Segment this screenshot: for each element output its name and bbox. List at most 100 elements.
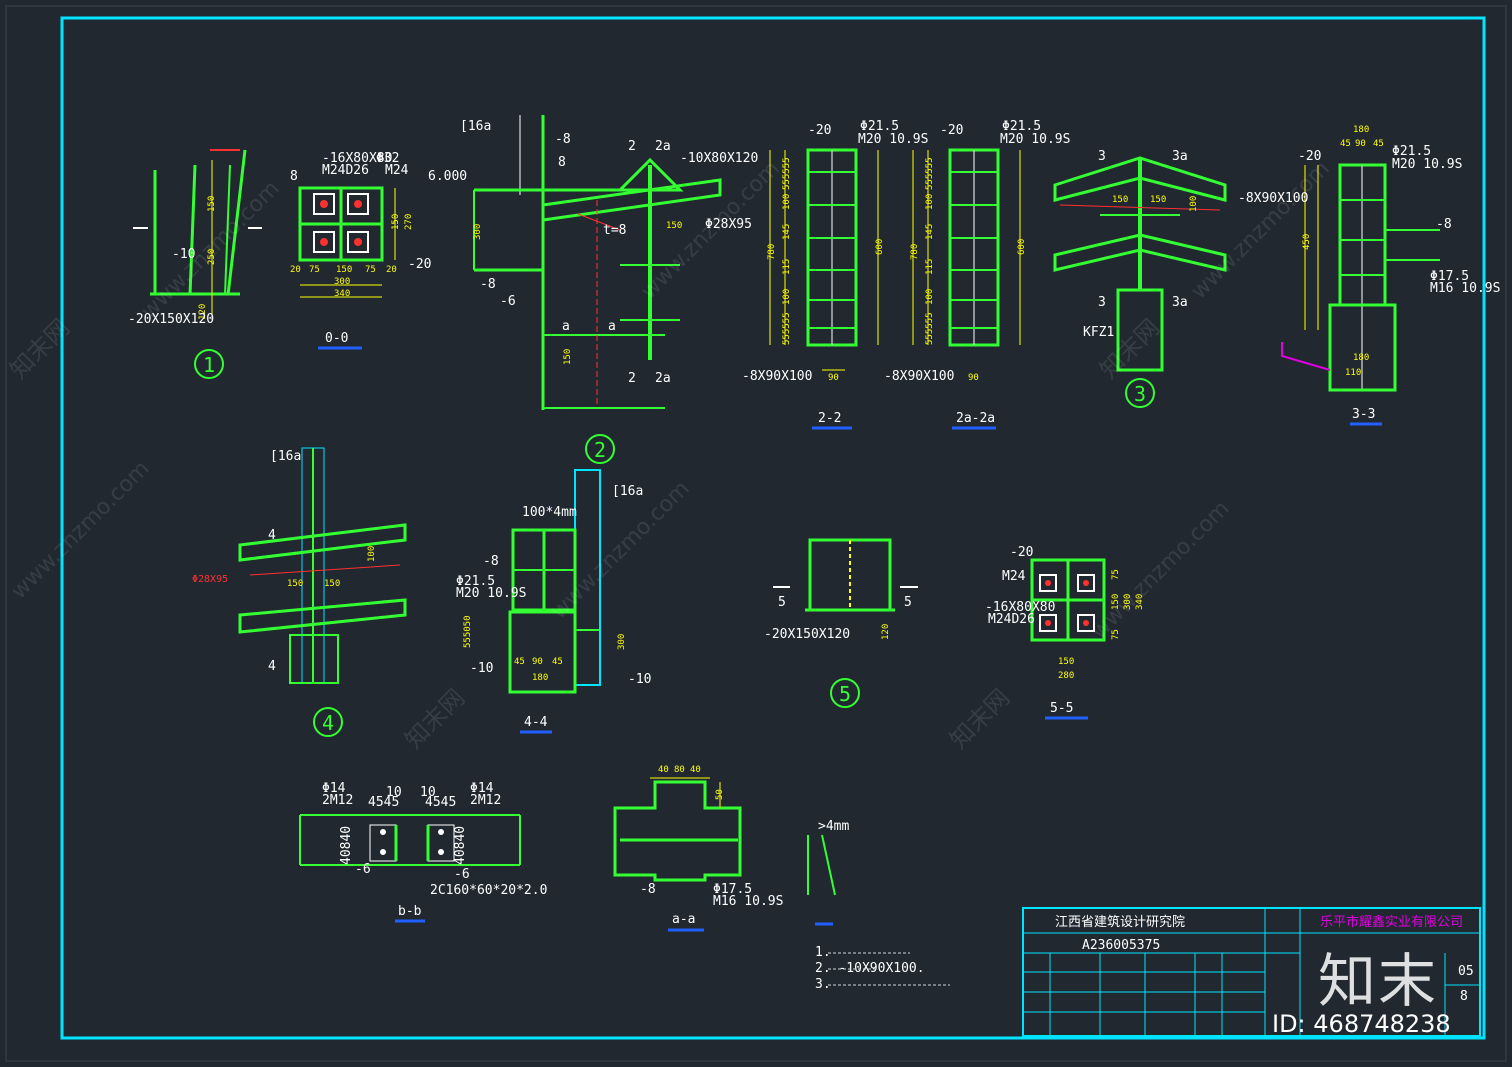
section-5-5-plate: -16X80X80	[985, 600, 1055, 615]
detail-5: 5 5 -20X150X120 120 5	[764, 538, 918, 708]
section-2a-2a-stiff: -8X90X100	[884, 369, 954, 384]
svg-text:www.znzmo.com: www.znzmo.com	[7, 456, 155, 604]
detail-2-sec-a-2: a	[608, 319, 616, 334]
section-3-3-hole: Φ21.5	[1392, 144, 1431, 159]
detail-2-tube: Φ28X95	[705, 217, 752, 232]
section-4-4-thk-2: -10	[628, 672, 651, 687]
section-4-4-hole: Φ21.5	[456, 574, 495, 589]
section-b-b-right-holes: Φ14	[470, 781, 494, 796]
section-2a-2a-plate: -20	[940, 123, 963, 138]
detail-1-number-circle	[194, 349, 224, 379]
detail-4-channel: [16a	[270, 449, 301, 464]
section-3-3: 180 45 90 45 180 110 450 -20 Φ21.5 M20 1…	[1238, 125, 1500, 426]
section-a-a-bolt: M16 10.9S	[713, 894, 783, 909]
section-2-2-hole: Φ21.5	[860, 119, 899, 134]
section-5-5-title: 5-5	[1050, 701, 1073, 716]
detail-3: 3 3a 3 3a 150 150 100 KFZ1 3	[1053, 149, 1227, 408]
detail-1-number: 1	[203, 353, 215, 377]
detail-1-dim: 120	[198, 304, 208, 320]
detail-4-sec-b: 4	[268, 659, 276, 674]
svg-text:150: 150	[1111, 594, 1121, 610]
svg-text:20: 20	[290, 265, 301, 275]
svg-text:45: 45	[1340, 139, 1351, 149]
detail-1-dim: 250	[207, 249, 217, 265]
svg-text:45: 45	[552, 657, 563, 667]
detail-3-column: KFZ1	[1083, 325, 1114, 340]
section-5-5: -20 M24 -16X80X80 M24D26 75 150 75 300 3…	[985, 545, 1145, 720]
title-block-dwg-no: 05	[1458, 964, 1474, 979]
svg-text:150: 150	[563, 349, 573, 365]
svg-text:www.znzmo.com: www.znzmo.com	[1087, 496, 1235, 644]
svg-text:100: 100	[782, 194, 792, 210]
title-block-sheet: 8	[1460, 989, 1468, 1004]
section-a-a-web: -8	[640, 882, 656, 897]
section-3-3-bolt: M20 10.9S	[1392, 157, 1462, 172]
svg-text:300: 300	[617, 634, 627, 650]
section-3-3-stiff: -8X90X100	[1238, 191, 1308, 206]
svg-text:180: 180	[1353, 125, 1369, 135]
detail-5-plate: -20X150X120	[764, 627, 850, 642]
svg-text:555555: 555555	[925, 157, 935, 190]
detail-1: 150 250 120 -10 -20X150X120 1	[128, 149, 262, 379]
svg-text:120: 120	[881, 624, 891, 640]
svg-text:555555: 555555	[782, 312, 792, 345]
svg-text:100: 100	[782, 289, 792, 305]
section-3-3-web: -8	[1436, 217, 1452, 232]
section-2-2-stiff: -8X90X100	[742, 369, 812, 384]
note-3: 3.	[815, 977, 831, 992]
svg-text:75: 75	[309, 265, 320, 275]
svg-text:270: 270	[404, 214, 414, 230]
section-0-0: -16X80X80 M24D26 Φ32 M24 8 -20 20 75 150…	[290, 151, 431, 350]
note-1: 1.	[815, 945, 831, 960]
section-2a-2a: -20 Φ21.5 M20 10.9S 555555 100 145 115 1…	[884, 119, 1070, 430]
detail-3-sec-3a-b: 3a	[1172, 295, 1188, 310]
svg-text:知末网: 知末网	[399, 684, 470, 755]
svg-text:40840: 40840	[339, 826, 354, 865]
svg-text:40: 40	[658, 765, 669, 775]
svg-text:80: 80	[674, 765, 685, 775]
svg-text:300: 300	[1123, 594, 1133, 610]
detail-2-t: t=8	[603, 223, 626, 238]
svg-text:145: 145	[925, 224, 935, 240]
section-0-0-bolt-spec: M24	[385, 163, 409, 178]
svg-text:45: 45	[514, 657, 525, 667]
watermark-brand: 知末	[1318, 947, 1439, 1015]
svg-text:300: 300	[473, 224, 483, 240]
title-block-institute: 江西省建筑设计研究院	[1055, 914, 1185, 930]
detail-3-number: 3	[1134, 382, 1146, 406]
svg-text:780: 780	[910, 244, 920, 260]
weld-size: >4mm	[818, 819, 849, 834]
watermark-cn: 知末网 知末网 知末网 知末网	[4, 314, 1165, 755]
notes: 1. 2. -10X90X100. 3.	[815, 945, 950, 992]
svg-text:40: 40	[690, 765, 701, 775]
svg-text:145: 145	[782, 224, 792, 240]
detail-2-sec-2-b: 2	[628, 371, 636, 386]
svg-text:555050: 555050	[463, 615, 473, 648]
section-3-3-title: 3-3	[1352, 407, 1375, 422]
svg-text:50: 50	[715, 789, 725, 800]
detail-4: [16a 4 4 Φ28X95 150 150 100 4	[192, 447, 407, 737]
svg-text:180: 180	[532, 673, 548, 683]
svg-text:115: 115	[782, 259, 792, 275]
svg-text:180: 180	[1353, 353, 1369, 363]
svg-text:150: 150	[1150, 195, 1166, 205]
svg-text:115: 115	[925, 259, 935, 275]
svg-text:90: 90	[828, 373, 839, 383]
detail-2-number: 2	[594, 438, 606, 462]
title-block-client: 乐平市耀鑫实业有限公司	[1320, 914, 1463, 930]
section-4-4-channel: [16a	[612, 484, 643, 499]
section-b-b-right-pitch: 10	[420, 785, 436, 800]
svg-text:90: 90	[532, 657, 543, 667]
section-5-5-bolt-spec: M24	[1002, 569, 1026, 584]
detail-1-callout: -10	[172, 247, 195, 262]
section-0-0-thk: -20	[408, 257, 431, 272]
svg-text:555555: 555555	[782, 157, 792, 190]
section-a-a-hole: Φ17.5	[713, 882, 752, 897]
svg-text:340: 340	[1135, 594, 1145, 610]
svg-text:150: 150	[324, 579, 340, 589]
section-2a-2a-title: 2a-2a	[956, 411, 995, 426]
section-b-b-left-pitch: 10	[386, 785, 402, 800]
section-b-b-title: b-b	[398, 904, 422, 919]
detail-2-channel: [16a	[460, 119, 491, 134]
detail-3-number-circle	[1125, 378, 1155, 408]
